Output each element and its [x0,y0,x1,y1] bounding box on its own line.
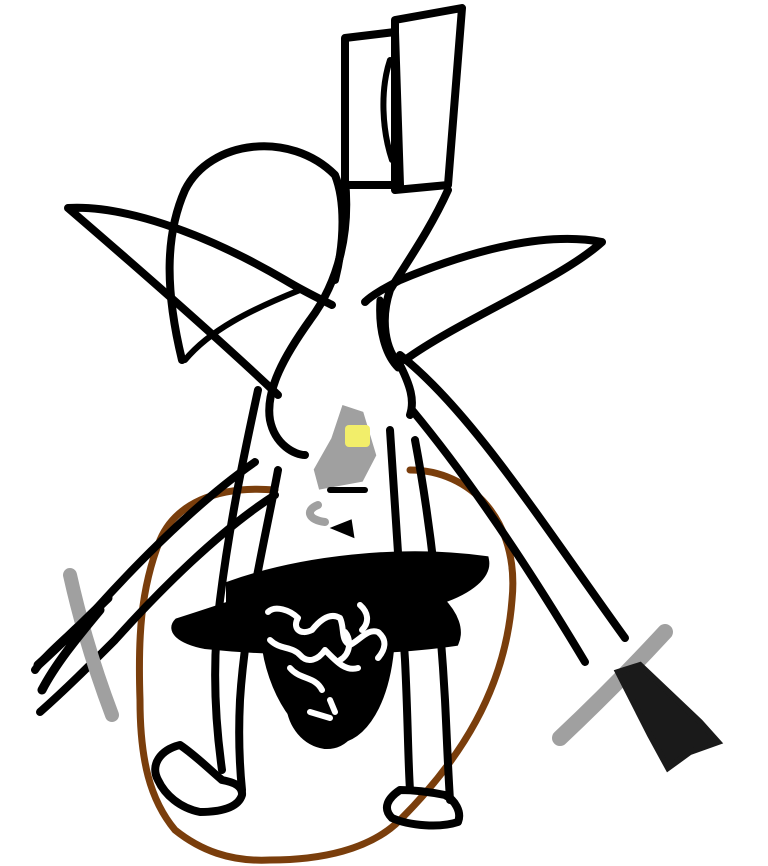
brown-outline [135,466,517,864]
right-ear [361,234,606,364]
right-hilt [613,661,724,773]
gray-mark [306,501,329,526]
right-arm [396,351,629,666]
head-circle [165,142,347,364]
neck-stroke [376,296,402,372]
torso [265,176,452,459]
left-ear-inner [182,287,303,363]
top-block-inner [380,57,395,163]
left-leg [211,386,282,794]
left-hand [151,741,246,816]
gray-gem-backing [313,404,377,490]
white-scribble [265,602,388,721]
belt [171,551,490,655]
small-triangle [329,519,355,539]
right-hand [382,786,464,830]
right-blade-gray [552,624,673,746]
top-block [341,28,404,189]
left-ear [64,203,336,399]
yellow-gem [345,425,370,447]
left-blade-gray [63,568,119,722]
bottom-oval [286,701,362,749]
left-hilt [33,593,113,695]
top-block-right [391,4,466,194]
